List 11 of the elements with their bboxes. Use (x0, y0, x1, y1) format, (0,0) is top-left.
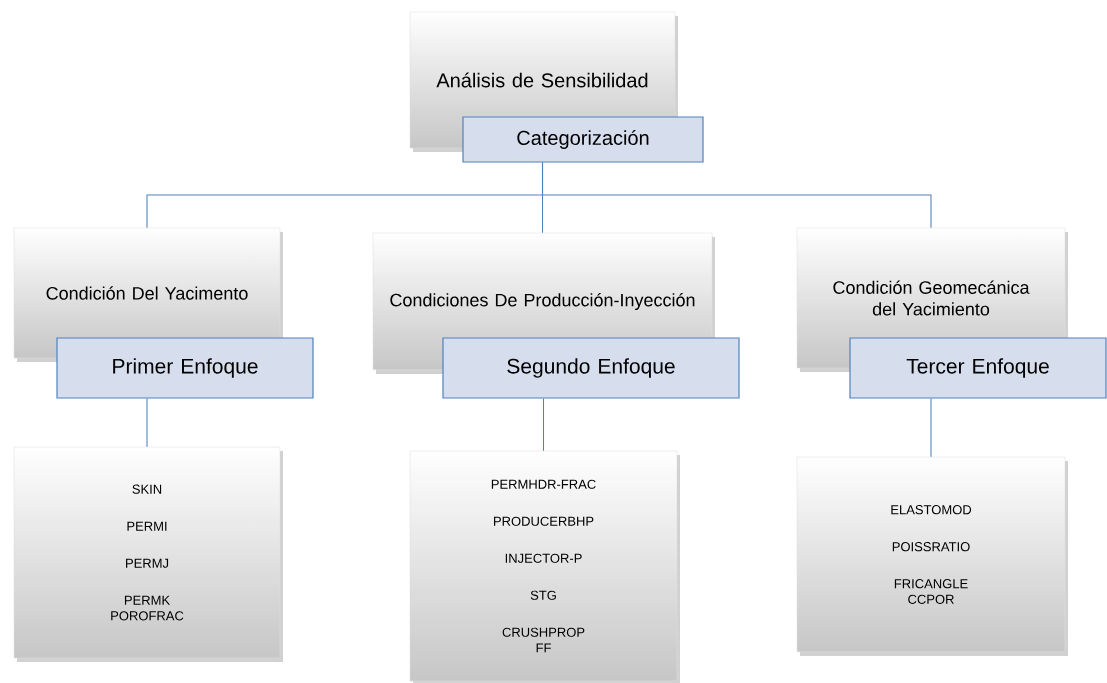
parameter-list-box: SKIN PERMI PERMJ PERMK POROFRAC (13, 446, 283, 662)
connector-line (930, 398, 932, 458)
parameter-list-box: ELASTOMOD POISSRATIO FRICANGLE CCPOR (796, 456, 1068, 656)
label-box: Segundo Enfoque (442, 337, 740, 399)
connector-line (146, 398, 148, 448)
connector-line (541, 162, 932, 229)
label-box: Categorización (462, 116, 704, 163)
connector-line (542, 398, 545, 452)
parameter-list-box: PERMHDR-FRAC PRODUCERBHP INJECTOR-P STG CRUSHPROP FF (409, 450, 680, 683)
label-box: Primer Enfoque (56, 337, 314, 399)
label-box: Tercer Enfoque (849, 337, 1107, 399)
